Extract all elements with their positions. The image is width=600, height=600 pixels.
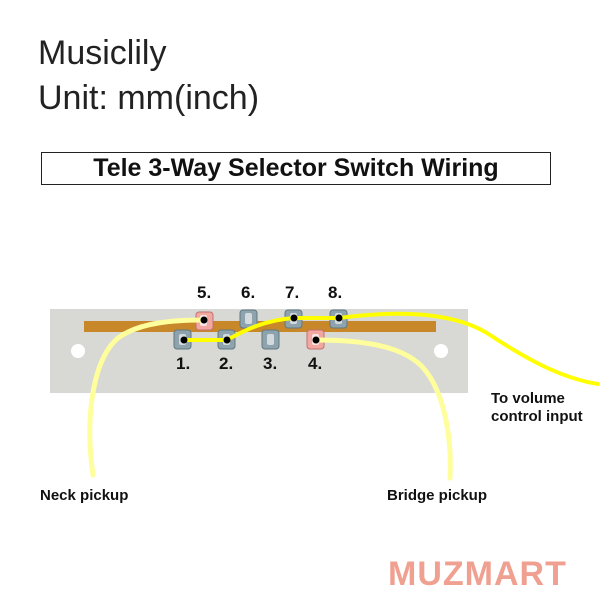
terminal-label-2: 2. <box>219 354 234 373</box>
volume-output-wire <box>337 311 600 386</box>
terminal-label-1: 1. <box>176 354 191 373</box>
bridge-pickup-label: Bridge pickup <box>387 487 488 504</box>
neck-pickup-label: Neck pickup <box>40 487 129 504</box>
brand-name: Musiclily <box>38 34 167 72</box>
solder-dot-5 <box>200 316 208 324</box>
solder-dot-8 <box>335 314 343 322</box>
terminal-label-7: 7. <box>285 283 300 302</box>
bridge-pickup-wire <box>313 337 453 481</box>
unit-label: Unit: mm(inch) <box>38 79 260 117</box>
volume-label-line2: control input <box>491 408 583 425</box>
terminal-label-6: 6. <box>241 283 256 302</box>
neck-pickup-wire <box>87 317 207 478</box>
jumper-wire-2-7 <box>225 316 296 342</box>
watermark-logo: MUZMART <box>388 555 567 593</box>
terminal-label-3: 3. <box>263 354 278 373</box>
diagram-title: Tele 3-Way Selector Switch Wiring <box>41 152 551 185</box>
mounting-hole-left <box>71 344 85 358</box>
solder-dot-2 <box>223 336 231 344</box>
mounting-hole-right <box>434 344 448 358</box>
solder-dot-4 <box>312 336 320 344</box>
terminal-label-5: 5. <box>197 283 212 302</box>
solder-dot-7 <box>290 314 298 322</box>
volume-label-line1: To volume <box>491 390 565 407</box>
terminal-label-4: 4. <box>308 354 323 373</box>
solder-dot-1 <box>180 336 188 344</box>
terminal-label-8: 8. <box>328 283 343 302</box>
lug-3 <box>261 329 280 350</box>
